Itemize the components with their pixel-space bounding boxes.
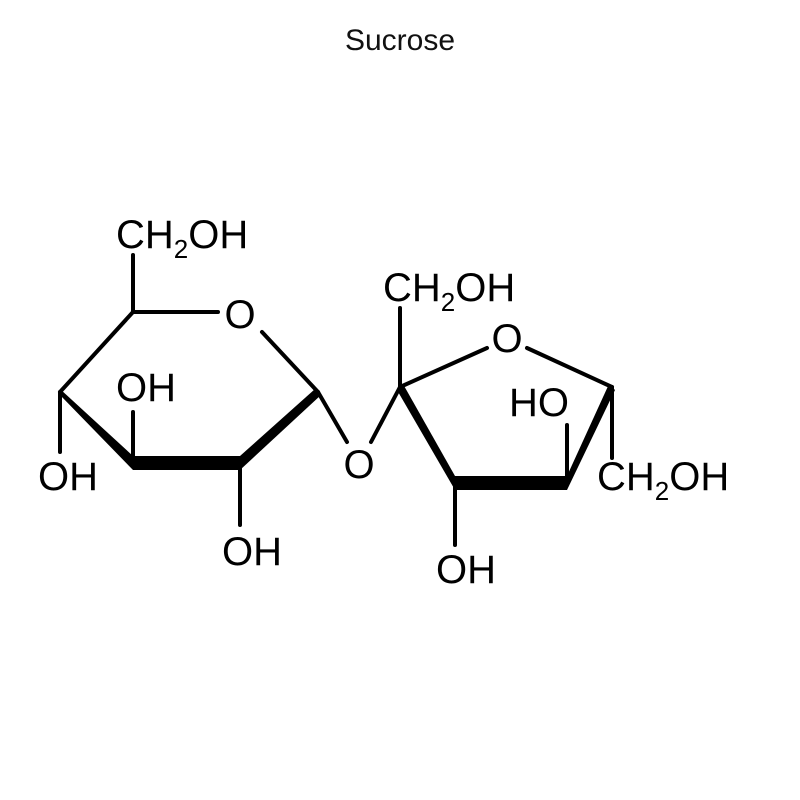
glycosidic-oxygen: O [343, 443, 374, 487]
diagram-title: Sucrose [345, 24, 455, 57]
bond-c1-linkage [316, 390, 349, 444]
wedge-c4f-c5f [567, 384, 615, 490]
bond-ringo-c5f [525, 346, 614, 389]
fructose-ring-bonds [369, 306, 614, 547]
bond-linkage-c2f [369, 385, 402, 444]
wedge-c3-c2 [133, 456, 240, 470]
fructose-wedge-bonds [397, 384, 615, 490]
wedge-c4-c3 [60, 389, 133, 470]
bond-c2f-ringo [398, 346, 489, 389]
wedge-c2-c1 [240, 389, 321, 470]
glucose-wedge-bonds [60, 389, 321, 470]
fructose-ho-c4: HO [509, 381, 569, 425]
glucose-ring-oxygen: O [224, 293, 255, 337]
glucose-oh-c3: OH [116, 366, 176, 410]
fructose-ch2oh-top-label: CH2OH [383, 266, 515, 317]
glucose-oh-c2: OH [222, 530, 282, 574]
fructose-oh-c3: OH [436, 548, 496, 592]
glucose-oh-c4: OH [38, 455, 98, 499]
wedge-c3f-c4f [455, 476, 567, 490]
fructose-ring-oxygen: O [491, 317, 522, 361]
glucose-ring-bonds [58, 253, 349, 527]
fructose-ch2oh-right-label: CH2OH [597, 455, 729, 506]
bond-ringo-c1 [260, 330, 320, 394]
bond-c5-c4 [58, 310, 135, 394]
glucose-ch2oh-label: CH2OH [116, 213, 248, 264]
wedge-c2f-c3f [397, 384, 455, 490]
